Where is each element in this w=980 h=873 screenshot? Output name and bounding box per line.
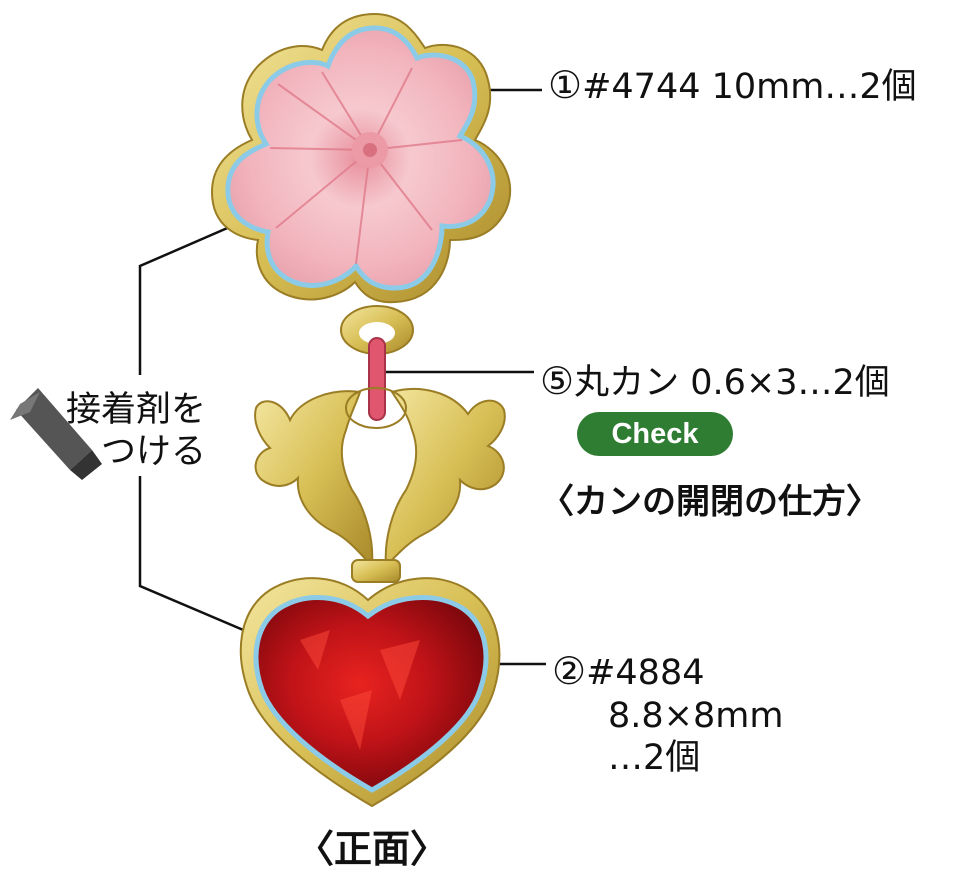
glue-note: 接着剤を つける — [66, 389, 206, 473]
part2-number: ② — [552, 649, 587, 693]
glue-note-line2: つける — [101, 432, 207, 472]
check-badge[interactable]: Check — [577, 412, 733, 456]
heart-crystal — [239, 577, 501, 808]
part1-number: ① — [548, 63, 583, 107]
part5-label: ⑤丸カン 0.6×3…2個 — [540, 362, 890, 401]
leader-glue-top — [138, 224, 233, 375]
ring-howto-link[interactable]: 〈カンの開閉の仕方〉 — [540, 482, 880, 522]
leader-glue-bottom — [138, 476, 249, 634]
part2-line3: …2個 — [608, 738, 701, 779]
part1-label: ①#4744 10mm…2個 — [548, 66, 917, 105]
part2-label: ②#4884 8.8×8mm …2個 — [552, 648, 783, 780]
part5-number: ⑤ — [540, 359, 575, 403]
part1-text: #4744 10mm…2個 — [582, 67, 917, 107]
part2-line1: #4884 — [586, 653, 705, 693]
glue-tube-icon — [10, 388, 102, 480]
part2-line2: 8.8×8mm — [608, 695, 784, 736]
glue-note-line1: 接着剤を — [66, 390, 207, 430]
flower-crystal — [210, 12, 512, 355]
part5-text: 丸カン 0.6×3…2個 — [574, 363, 890, 403]
view-caption: 〈正面〉 — [296, 827, 449, 871]
jump-ring — [368, 337, 386, 421]
leaf-charm — [254, 387, 506, 583]
